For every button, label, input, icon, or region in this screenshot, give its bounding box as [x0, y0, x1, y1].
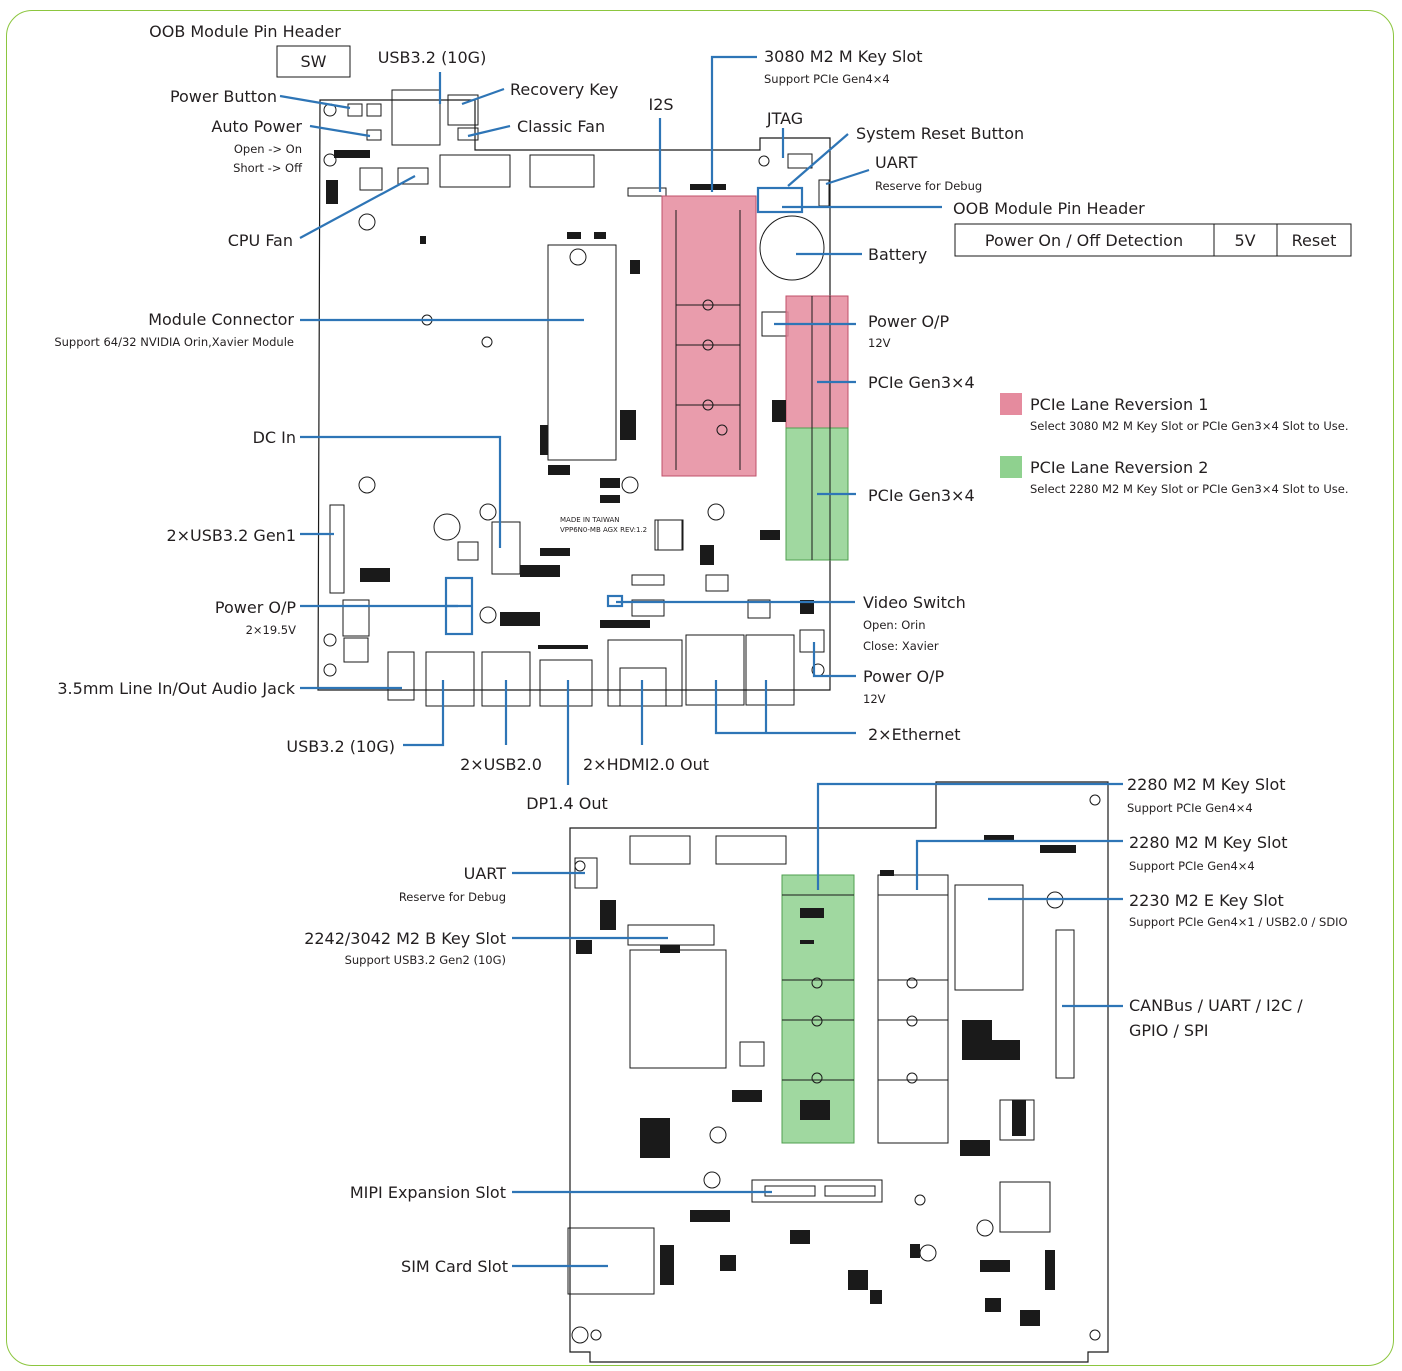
- legend-title-reversion-2: PCIe Lane Reversion 2: [1030, 458, 1208, 477]
- label-uart-top: UART: [875, 153, 918, 172]
- label-ethernet: 2×Ethernet: [868, 725, 961, 744]
- label-dp: DP1.4 Out: [526, 794, 608, 813]
- capacitor: [433, 513, 461, 541]
- label-power-op-bottom: Power O/P: [863, 667, 944, 686]
- label-power-op-right-sub: 12V: [868, 336, 891, 350]
- sw-cell: SW: [301, 52, 327, 71]
- label-m2-2230-sub: Support PCIe Gen4×1 / USB2.0 / SDIO: [1129, 915, 1348, 929]
- oob-table: Power On / Off Detection 5V Reset: [954, 223, 1352, 257]
- usb-gen1-port: [329, 504, 345, 594]
- label-m2-2280-b: 2280 M2 M Key Slot: [1129, 833, 1288, 852]
- oob-sw-box: SW: [276, 45, 351, 78]
- pcie-gen3-upper-highlight: [785, 295, 849, 429]
- label-uart-top-sub: Reserve for Debug: [875, 179, 982, 193]
- label-video-switch: Video Switch: [863, 593, 966, 612]
- label-uart-bottom-sub: Reserve for Debug: [399, 890, 506, 904]
- label-m2-2280-b-sub: Support PCIe Gen4×4: [1129, 859, 1255, 873]
- label-power-op-left: Power O/P: [215, 598, 296, 617]
- oob-cell-reset: Reset: [1292, 231, 1337, 250]
- silk-made-in-taiwan: MADE IN TAIWAN: [560, 516, 620, 524]
- label-m2-b-key-sub: Support USB3.2 Gen2 (10G): [345, 953, 506, 967]
- bottom-labels: 2280 M2 M Key Slot Support PCIe Gen4×4 2…: [304, 775, 1347, 1276]
- label-auto-power-short: Short -> Off: [233, 161, 303, 175]
- label-oob-header-left: OOB Module Pin Header: [149, 22, 341, 41]
- top-labels: OOB Module Pin Header USB3.2 (10G) Recov…: [54, 22, 1145, 813]
- label-pcie-gen3-lower: PCIe Gen3×4: [868, 486, 975, 505]
- label-power-op-right: Power O/P: [868, 312, 949, 331]
- label-auto-power: Auto Power: [211, 117, 302, 136]
- oob-cell-power-detection: Power On / Off Detection: [985, 231, 1183, 250]
- label-usb32-bottom: USB3.2 (10G): [286, 737, 395, 756]
- label-module-connector-sub: Support 64/32 NVIDIA Orin,Xavier Module: [54, 335, 294, 349]
- label-i2s: I2S: [648, 95, 673, 114]
- label-m2-2280-a: 2280 M2 M Key Slot: [1127, 775, 1286, 794]
- top-board: MADE IN TAIWAN VPP6N0-MB AGX REV:1.2: [317, 89, 849, 707]
- label-cpu-fan: CPU Fan: [228, 231, 293, 250]
- label-sim: SIM Card Slot: [401, 1257, 508, 1276]
- top-board-outline: [317, 99, 831, 691]
- silk-board-rev: VPP6N0-MB AGX REV:1.2: [560, 526, 647, 534]
- label-usb32-gen1: 2×USB3.2 Gen1: [166, 526, 296, 545]
- label-audio-jack: 3.5mm Line In/Out Audio Jack: [57, 679, 295, 698]
- label-power-op-bottom-sub: 12V: [863, 692, 886, 706]
- label-oob-header-right: OOB Module Pin Header: [953, 199, 1145, 218]
- battery-cell: [759, 215, 825, 281]
- label-auto-power-open: Open -> On: [234, 142, 302, 156]
- label-video-switch-close: Close: Xavier: [863, 639, 939, 653]
- slot-2280-green-highlight: [781, 874, 855, 1144]
- label-uart-bottom: UART: [464, 864, 507, 883]
- label-dc-in: DC In: [253, 428, 296, 447]
- label-jtag: JTAG: [766, 109, 803, 128]
- label-power-op-left-sub: 2×19.5V: [246, 623, 297, 637]
- label-m2-3080-sub: Support PCIe Gen4×4: [764, 72, 890, 86]
- label-m2-b-key: 2242/3042 M2 B Key Slot: [304, 929, 506, 948]
- label-canbus-2: GPIO / SPI: [1129, 1021, 1208, 1040]
- label-hdmi: 2×HDMI2.0 Out: [583, 755, 709, 774]
- legend-title-reversion-1: PCIe Lane Reversion 1: [1030, 395, 1208, 414]
- diagram-frame: [6, 10, 1394, 1366]
- label-m2-2280-a-sub: Support PCIe Gen4×4: [1127, 801, 1253, 815]
- label-m2-2230: 2230 M2 E Key Slot: [1129, 891, 1284, 910]
- legend-swatch-reversion-2: [1000, 456, 1022, 478]
- label-usb32-top: USB3.2 (10G): [378, 48, 487, 67]
- legend-desc-reversion-2: Select 2280 M2 M Key Slot or PCIe Gen3×4…: [1030, 482, 1348, 496]
- label-canbus-1: CANBus / UART / I2C /: [1129, 996, 1303, 1015]
- legend: PCIe Lane Reversion 1 Select 3080 M2 M K…: [1000, 393, 1348, 496]
- bottom-board: [567, 781, 1109, 1363]
- label-module-connector: Module Connector: [148, 310, 294, 329]
- label-power-button: Power Button: [170, 87, 277, 106]
- oob-cell-5v: 5V: [1234, 231, 1255, 250]
- legend-desc-reversion-1: Select 3080 M2 M Key Slot or PCIe Gen3×4…: [1030, 419, 1348, 433]
- legend-swatch-reversion-1: [1000, 393, 1022, 415]
- label-video-switch-open: Open: Orin: [863, 618, 926, 632]
- label-classic-fan: Classic Fan: [517, 117, 605, 136]
- label-m2-3080: 3080 M2 M Key Slot: [764, 47, 923, 66]
- label-mipi: MIPI Expansion Slot: [350, 1183, 506, 1202]
- label-system-reset: System Reset Button: [856, 124, 1024, 143]
- bottom-board-outline: [569, 781, 1109, 1363]
- label-pcie-gen3-upper: PCIe Gen3×4: [868, 373, 975, 392]
- module-connector-outline: [547, 244, 617, 461]
- label-recovery-key: Recovery Key: [510, 80, 618, 99]
- label-usb20: 2×USB2.0: [460, 755, 542, 774]
- label-battery: Battery: [868, 245, 927, 264]
- leader-lines: [279, 55, 1123, 1268]
